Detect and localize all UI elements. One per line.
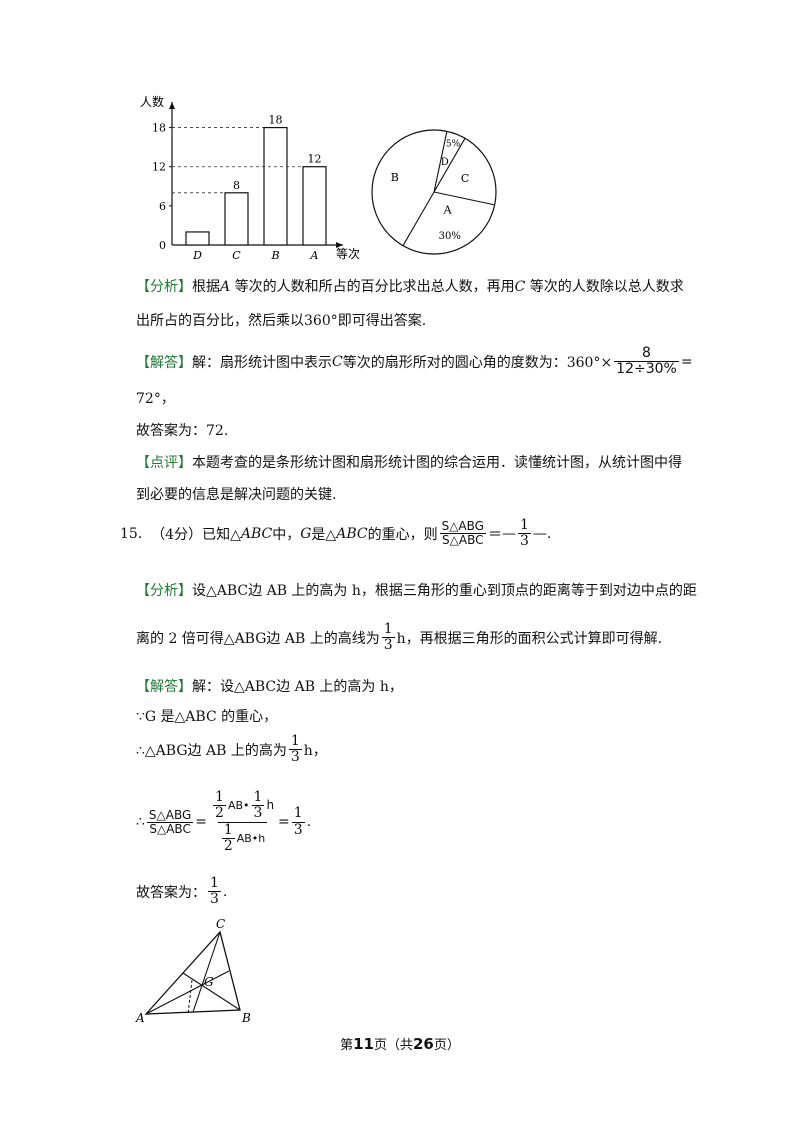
bar-A (302, 166, 327, 246)
pie-divider (433, 131, 448, 193)
page-footer: 第11页（共26页） (340, 1035, 460, 1053)
y-tick-label: 12 (152, 161, 166, 174)
bar-B (263, 126, 288, 246)
analysis-tag: 【分析】 (136, 279, 192, 295)
bar-D (185, 231, 210, 246)
bar-data-label: 8 (233, 179, 240, 192)
q14-answer: 故答案为：72. (136, 423, 229, 439)
x-tick-label: A (310, 249, 319, 260)
page-number: 11 (353, 1035, 374, 1053)
pie-label-c: C (461, 172, 469, 185)
x-tick-label: B (270, 249, 279, 260)
q15-because: ∵G 是△ABC 的重心， (136, 709, 278, 725)
page-total: 26 (413, 1035, 434, 1053)
bar-data-label: 18 (269, 114, 283, 127)
bar-data-label: 12 (308, 153, 322, 166)
pie-label-a: A (443, 203, 453, 216)
label-g: G (204, 975, 214, 989)
pie-value-d: 5% (446, 140, 461, 150)
pie-label-d: D (441, 157, 449, 168)
q14-solution-line2: 72°， (136, 391, 175, 407)
q15-area-ratio: S△ABG S△ABC (440, 519, 486, 548)
q15-answer-fraction: 1 3 (517, 517, 531, 550)
q15-question: 15. （4分）已知△ABC 中，G 是△ABC 的重心，则 S△ABG S△A… (120, 517, 552, 550)
height-dashed (187, 979, 193, 1015)
x-tick-label: D (192, 249, 202, 260)
comment-tag: 【点评】 (136, 455, 192, 471)
y-tick-label: 6 (159, 200, 166, 213)
label-c: C (216, 918, 225, 931)
q14-comment-line2: 到必要的信息是解决问题的关键. (136, 487, 337, 503)
pie-label-b: B (391, 171, 399, 184)
y-axis-arrow (169, 102, 175, 109)
x-tick-label: C (232, 249, 241, 260)
median-from-a (145, 970, 230, 1015)
label-a: A (135, 1011, 145, 1025)
y-tick-label: 0 (159, 239, 166, 252)
x-axis-arrow (336, 242, 343, 248)
q15-solution-line1: 【解答】解：设△ABC边 AB 上的高为 h， (136, 679, 403, 695)
solution-tag: 【解答】 (136, 354, 192, 371)
median-from-b (182, 972, 241, 1011)
x-axis-label: 等次 (336, 247, 360, 260)
q14-comment-line1: 【点评】本题考查的是条形统计图和扇形统计图的综合运用．读懂统计图，从统计图中得 (136, 455, 682, 471)
solution-tag: 【解答】 (136, 679, 192, 695)
analysis-tag: 【分析】 (136, 583, 192, 599)
pie-divider (433, 138, 466, 193)
q15-analysis-line1: 【分析】设△ABC边 AB 上的高为 h，根据三角形的重心到顶点的距离等于到对边… (136, 583, 697, 599)
bar-C (224, 192, 249, 246)
pie-divider (433, 191, 495, 206)
label-b: B (241, 1011, 251, 1025)
y-tick-label: 18 (152, 122, 166, 135)
median-from-c (192, 931, 221, 1013)
q14-analysis-line2: 出所占的百分比，然后乘以360°即可得出答案. (136, 313, 427, 329)
y-axis-label: 人数 (140, 94, 164, 109)
pie-chart: B A 30% C D 5% (371, 129, 497, 255)
pie-divider (402, 191, 435, 246)
pie-value-a: 30% (439, 231, 461, 242)
triangle-figure: C G A B (135, 918, 251, 1025)
q14-fraction: 8 12÷30% (614, 345, 679, 378)
q14-analysis-line1: 【分析】根据A 等次的人数和所占的百分比求出总人数，再用C 等次的人数除以总人数… (136, 279, 684, 295)
